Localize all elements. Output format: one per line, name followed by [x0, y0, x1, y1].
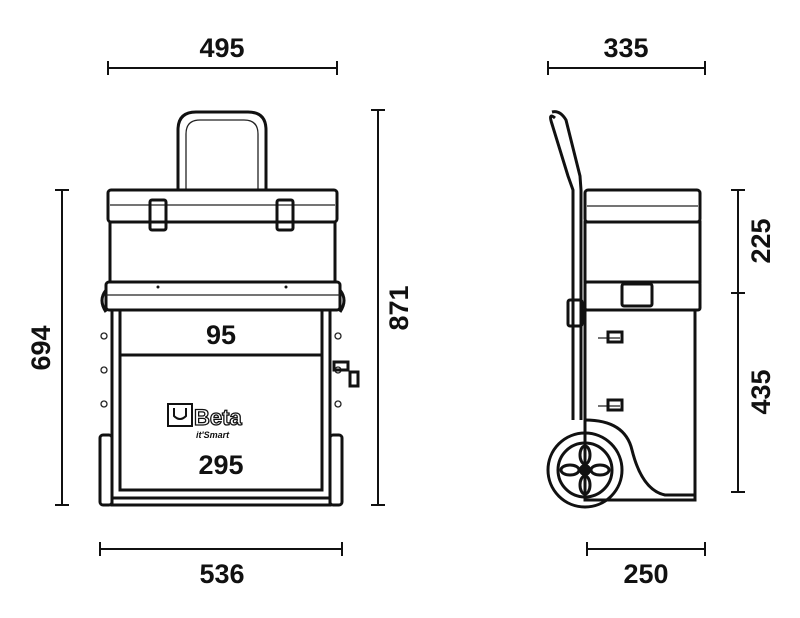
side-handle — [549, 114, 575, 420]
dim-label-front-top: 495 — [199, 33, 244, 63]
dim-line-front-top — [107, 61, 338, 75]
svg-text:Beta: Beta — [194, 405, 242, 430]
dim-line-total-height — [371, 109, 385, 506]
dim-label-side-lower: 435 — [746, 369, 776, 414]
beta-logo: Beta it'Smart — [167, 403, 243, 440]
dim-line-front-base — [99, 542, 343, 556]
dim-line-side-base — [586, 542, 706, 556]
dim-line-side-upper — [731, 189, 745, 294]
front-view — [98, 110, 360, 507]
dim-line-side-lower — [731, 293, 745, 493]
drawer-height-label: 95 — [206, 320, 236, 350]
wheel — [546, 431, 624, 509]
dim-label-front-height: 694 — [26, 325, 56, 370]
telescopic-handle — [176, 110, 268, 190]
lower-compartment — [118, 353, 324, 492]
latch-right — [275, 198, 295, 232]
lock-icon — [332, 360, 360, 388]
upper-box — [108, 220, 337, 284]
side-view — [546, 110, 702, 509]
dim-line-front-height — [55, 189, 69, 506]
dim-label-side-upper: 225 — [746, 218, 776, 263]
wrench-icon — [173, 408, 187, 420]
dim-label-front-base: 536 — [199, 559, 244, 589]
dim-label-side-base: 250 — [623, 559, 668, 589]
tray-band — [104, 280, 342, 312]
svg-text:it'Smart: it'Smart — [196, 430, 230, 440]
latch-left — [148, 198, 168, 232]
top-lid — [106, 188, 339, 224]
dim-label-total-height: 871 — [384, 285, 414, 330]
dim-label-side-top: 335 — [603, 33, 648, 63]
lower-compartment-height-label: 295 — [198, 450, 243, 480]
dim-line-side-top — [547, 61, 706, 75]
